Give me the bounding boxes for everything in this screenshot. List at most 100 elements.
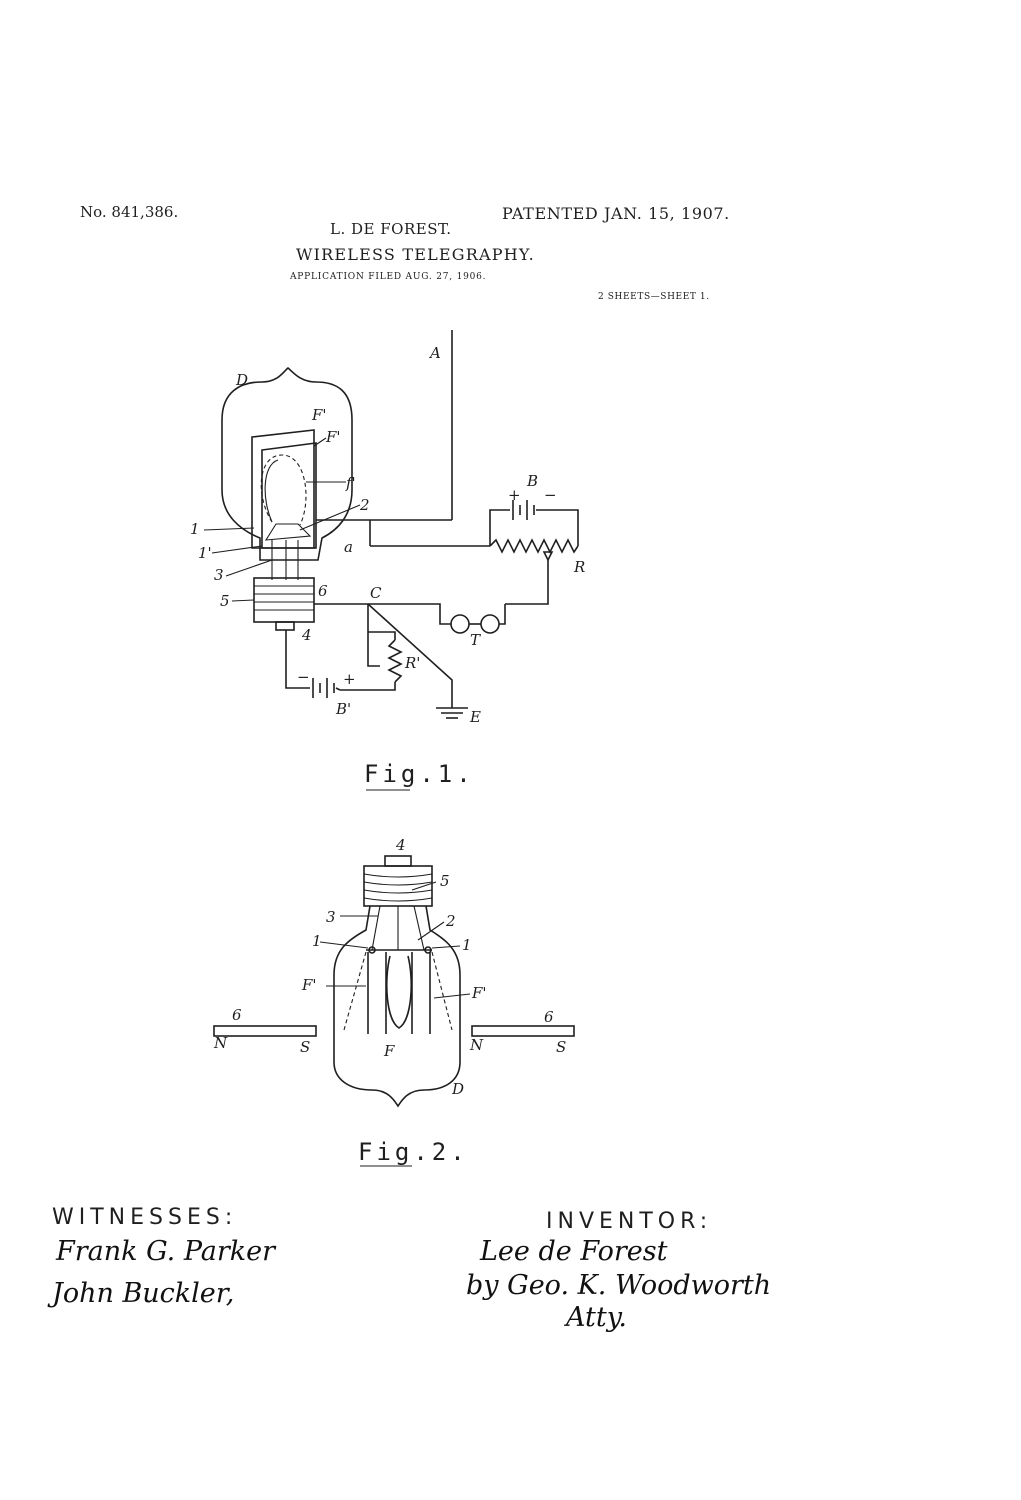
fig1-filament-solid	[264, 459, 279, 523]
fig1-screw-base	[253, 577, 315, 623]
fig1-leader-1prime	[211, 545, 263, 554]
patent-title: WIRELESS TELEGRAPHY.	[296, 245, 535, 264]
patented-date: PATENTED JAN. 15, 1907.	[502, 204, 730, 223]
fig2-thread-4	[363, 897, 433, 902]
fig1-label-plus1: +	[508, 486, 521, 504]
fig1-label-6: 6	[318, 582, 328, 600]
fig2-leader-1r	[431, 945, 461, 949]
witness-signature-2: John Buckler,	[47, 1278, 234, 1309]
fig1-phone-left	[450, 614, 470, 634]
fig1-battb-lead-r	[335, 687, 341, 691]
application-filed: APPLICATION FILED AUG. 27, 1906.	[290, 272, 487, 282]
fig1-label-2: 2	[359, 496, 370, 514]
fig2-label-6-left: 6	[232, 1006, 242, 1024]
fig2-leader-5	[411, 881, 437, 891]
fig1-label-3: 3	[214, 566, 224, 584]
figure-1: A B + − R C T E R' B' − + D F' F' f' 2 a…	[190, 330, 585, 791]
fig1-leader-1	[203, 527, 255, 531]
witnesses-block: WITNESSES: Frank G. Parker John Buckler,	[47, 1205, 277, 1309]
fig1-phone-lead-r	[499, 604, 506, 625]
fig1-phone-lead-l	[368, 603, 451, 625]
inventor-signature: Lee de Forest	[479, 1236, 668, 1267]
fig2-label-6-right: 6	[544, 1008, 554, 1026]
fig1-label-fprime: f'	[345, 474, 356, 492]
fig2-label-F: F	[383, 1042, 395, 1060]
witness-signature-1: Frank G. Parker	[55, 1236, 277, 1267]
fig1-label-R: R	[573, 558, 585, 576]
fig2-leader-2	[417, 921, 445, 941]
fig2-label-1-right: 1	[462, 936, 472, 954]
fig2-label-Fprime-right: F'	[471, 984, 487, 1002]
fig1-potentiometer	[489, 538, 579, 554]
inventor-heading: INVENTOR:	[546, 1209, 712, 1234]
fig1-label-Fprime-1: F'	[311, 406, 327, 424]
fig1-plate-inner	[261, 442, 317, 549]
fig2-magnet-right	[471, 1025, 575, 1037]
fig1-filament	[260, 454, 307, 526]
fig2-plate-l-dashed	[343, 951, 367, 1031]
fig1-label-B: B	[526, 472, 538, 490]
fig1-label-Fprime-2: F'	[325, 428, 341, 446]
fig2-label-S-left: S	[300, 1038, 310, 1056]
fig2-magnet-left	[213, 1025, 317, 1037]
fig1-leader-3	[225, 559, 273, 577]
fig1-battb-lead-l	[285, 630, 310, 689]
fig2-leader-Fprime-r	[433, 993, 471, 999]
inventor-block: INVENTOR: Lee de Forest by Geo. K. Woodw…	[466, 1209, 771, 1333]
fig1-ground-lead	[367, 603, 453, 708]
fig1-rheostat	[387, 639, 403, 683]
fig1-label-1: 1	[190, 520, 200, 538]
fig1-label-a: a	[344, 538, 353, 556]
fig1-base-contact	[275, 621, 295, 631]
fig2-label-3: 3	[326, 908, 336, 926]
fig1-phone-right	[480, 614, 500, 634]
fig2-bulb-envelope	[333, 905, 461, 1108]
fig1-leader-2	[299, 504, 361, 531]
fig1-label-C: C	[370, 584, 382, 602]
fig2-label-S-right: S	[556, 1038, 566, 1056]
fig1-label-Bprime: B'	[335, 700, 351, 718]
fig1-label-T: T	[470, 631, 481, 649]
fig1-label-plus2: +	[343, 670, 356, 688]
fig1-caption: Fig.1.	[364, 760, 475, 788]
fig2-label-D: D	[451, 1080, 464, 1098]
fig1-batt-lead-r	[536, 509, 579, 546]
fig2-label-5: 5	[440, 872, 450, 890]
fig2-label-2: 2	[445, 912, 456, 930]
attorney-signature: by Geo. K. Woodworth	[466, 1270, 771, 1301]
fig1-slider	[542, 551, 554, 562]
fig1-label-Rprime: R'	[404, 654, 420, 672]
fig2-lead-r	[413, 905, 425, 951]
figure-2: 4 5 3 2 1 1 F' F' F D 6 6 N S N S Fig.2.	[213, 836, 575, 1167]
fig2-label-4: 4	[395, 836, 406, 854]
fig2-lead-l	[371, 905, 381, 951]
sheet-count: 2 SHEETS—SHEET 1.	[598, 292, 710, 302]
fig1-batt-lead-l	[489, 509, 510, 546]
fig2-label-N-right: N	[469, 1036, 484, 1054]
fig1-leader-5	[231, 599, 255, 602]
fig1-label-E: E	[469, 708, 481, 726]
fig2-label-1-left: 1	[312, 932, 322, 950]
witnesses-heading: WITNESSES:	[52, 1205, 237, 1230]
attorney-title: Atty.	[563, 1302, 627, 1333]
fig2-leader-1l	[319, 941, 369, 949]
fig2-thread-2	[363, 881, 433, 886]
fig2-node-r	[424, 946, 432, 954]
fig2-base-contact	[384, 855, 412, 867]
fig1-stem	[264, 523, 312, 541]
fig2-thread-1	[363, 873, 433, 878]
fig1-slider-lead	[505, 560, 549, 605]
patent-number: No. 841,386.	[80, 203, 179, 221]
fig2-caption: Fig.2.	[358, 1138, 469, 1166]
fig1-rheo-lead	[367, 604, 380, 667]
fig2-filament-loop	[385, 955, 413, 1029]
fig2-label-Fprime-left: F'	[301, 976, 317, 994]
fig1-rheo-bottom	[340, 682, 396, 691]
fig1-label-1prime: 1'	[198, 544, 212, 562]
fig1-label-D: D	[235, 371, 248, 389]
fig1-label-A: A	[428, 344, 441, 362]
fig1-label-minus1: −	[544, 486, 557, 504]
fig1-bulb-envelope	[221, 366, 353, 561]
fig2-node-l	[368, 946, 376, 954]
